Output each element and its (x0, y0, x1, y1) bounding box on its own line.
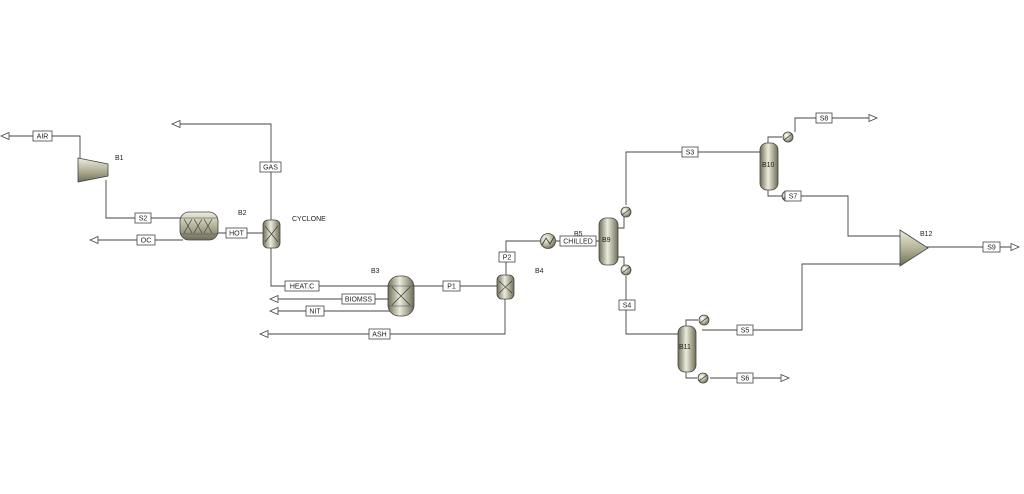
cyclone-separator[interactable] (262, 219, 281, 249)
arrow-nit (269, 306, 279, 316)
stream-line-gas (178, 123, 272, 220)
svg-text:S7: S7 (789, 194, 798, 201)
block-label-b11: B11 (679, 344, 691, 351)
svg-text:OC: OC (141, 238, 152, 245)
svg-text:S5: S5 (741, 328, 750, 335)
stream-label-p2[interactable]: P2 (498, 251, 516, 263)
stream-label-biomss[interactable]: BIOMSS (341, 293, 376, 305)
svg-text:HEAT.C: HEAT.C (290, 284, 314, 291)
svg-text:CHILLED: CHILLED (563, 239, 593, 246)
arrow-s9 (1010, 242, 1020, 252)
svg-text:P2: P2 (503, 255, 512, 262)
stream-label-s3[interactable]: S3 (681, 146, 699, 158)
stream-label-s4[interactable]: S4 (618, 299, 636, 311)
stream-line-b10-reboiler (767, 188, 782, 197)
distillation-column-b9[interactable] (598, 206, 632, 276)
stream-label-s5[interactable]: S5 (736, 324, 754, 336)
stream-label-oc[interactable]: OC (136, 234, 156, 246)
svg-text:S8: S8 (820, 116, 829, 123)
stream-line-air (8, 135, 81, 158)
stream-line-s5 (702, 263, 900, 331)
heat-exchanger-b5[interactable] (540, 233, 556, 249)
svg-text:S2: S2 (139, 216, 148, 223)
stream-label-air[interactable]: AIR (32, 130, 53, 142)
stream-label-heat-c[interactable]: HEAT.C (284, 280, 320, 292)
stream-label-s7[interactable]: S7 (784, 190, 802, 202)
stream-line-s4 (625, 276, 678, 335)
distillation-column-b11[interactable] (677, 314, 710, 384)
block-label-b5: B5 (574, 231, 583, 238)
stream-line-s7 (794, 195, 900, 237)
separator-b4[interactable] (496, 274, 515, 300)
svg-text:NIT: NIT (309, 309, 321, 316)
arrow-gas (171, 119, 181, 129)
stream-line-s2 (105, 180, 183, 219)
block-label-b10: B10 (762, 162, 775, 169)
stream-label-p1[interactable]: P1 (442, 280, 461, 292)
stream-label-gas[interactable]: GAS (259, 161, 282, 173)
block-label-cyclone: CYCLONE (292, 216, 326, 223)
arrow-s6 (780, 373, 790, 383)
stream-line-s8 (794, 117, 871, 132)
stream-line-ash (266, 298, 506, 335)
svg-text:S4: S4 (623, 303, 632, 310)
svg-text:S6: S6 (741, 376, 750, 383)
stream-lines (8, 117, 1013, 379)
stream-label-hot[interactable]: HOT (225, 227, 248, 239)
svg-text:P1: P1 (447, 284, 456, 291)
stream-line-p2 (505, 240, 540, 275)
reactor-b3[interactable] (387, 275, 415, 317)
stream-label-s9[interactable]: S9 (982, 241, 1001, 253)
distillation-column-b10[interactable] (759, 131, 794, 202)
svg-text:HOT: HOT (229, 231, 245, 238)
arrow-ash (259, 329, 269, 339)
stream-line-heat-c (270, 248, 394, 287)
mixer-b12[interactable] (899, 229, 929, 267)
svg-text:ASH: ASH (372, 332, 386, 339)
block-label-b9: B9 (602, 237, 611, 244)
stream-line-b11-reboiler (685, 370, 697, 379)
block-label-b3: B3 (371, 268, 380, 275)
stream-line-b11-condenser (685, 319, 698, 327)
block-label-b4: B4 (535, 268, 544, 275)
svg-text:S9: S9 (987, 245, 996, 252)
svg-text:AIR: AIR (37, 134, 49, 141)
block-label-b1: B1 (115, 155, 124, 162)
svg-text:S3: S3 (686, 150, 695, 157)
arrow-oc (89, 235, 99, 245)
arrow-biomss (269, 294, 279, 304)
block-label-b12: B12 (920, 231, 933, 238)
stream-line-s3 (625, 151, 760, 205)
stream-label-s2[interactable]: S2 (134, 212, 152, 224)
reactor-b2[interactable] (179, 211, 219, 241)
svg-text:BIOMSS: BIOMSS (345, 297, 373, 304)
stream-label-nit[interactable]: NIT (305, 305, 325, 317)
stream-label-s8[interactable]: S8 (815, 112, 833, 124)
stream-label-s6[interactable]: S6 (736, 372, 754, 384)
block-label-b2: B2 (238, 210, 247, 217)
compressor-b1[interactable] (77, 157, 109, 183)
stream-label-chilled[interactable]: CHILLED (559, 235, 597, 247)
svg-text:GAS: GAS (263, 165, 278, 172)
arrow-air (0, 131, 10, 141)
stream-label-ash[interactable]: ASH (368, 328, 391, 340)
arrow-s8 (868, 113, 878, 123)
stream-arrows (0, 113, 1020, 383)
